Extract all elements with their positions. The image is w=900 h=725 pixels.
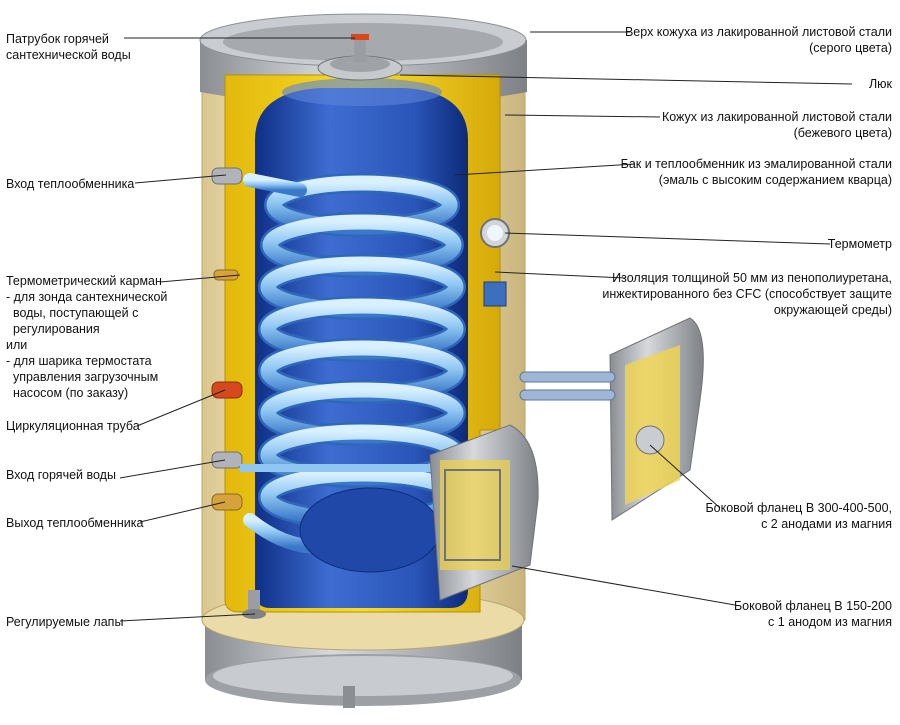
label-line: Боковой фланец В 150-200 [733, 599, 892, 613]
label-line: Бак и теплообменник из эмалированной ста… [620, 157, 892, 171]
label-line: - для зонда сантехнической [6, 290, 168, 304]
label-line: Боковой фланец В 300-400-500, [705, 501, 892, 515]
hatch [317, 34, 403, 81]
label-line: Термометр [827, 237, 892, 251]
label-line: насосом (по заказу) [6, 386, 129, 400]
label-line: инжектированного без CFC (способствует з… [602, 287, 892, 301]
label-line: Регулируемые лапы [6, 615, 124, 629]
side-flange-large [519, 317, 704, 521]
thermometer [480, 218, 510, 307]
label-line: Верх кожуха из лакированной листовой ста… [624, 25, 892, 39]
label-heat-exchanger-inlet: Вход теплообменника [6, 176, 134, 192]
label-hot-water-inlet: Вход горячей воды [6, 467, 116, 483]
label-line: Патрубок горячей [6, 32, 109, 46]
label-line: (серого цвета) [809, 41, 892, 55]
label-line: сантехнической воды [6, 48, 131, 62]
label-line: Кожух из лакированной листовой стали [661, 110, 892, 124]
label-line: Вход теплообменника [6, 177, 135, 191]
label-line: Циркуляционная труба [6, 419, 140, 433]
label-side-flange-large: Боковой фланец В 300-400-500, с 2 анодам… [705, 500, 892, 532]
label-tank: Бак и теплообменник из эмалированной ста… [621, 156, 892, 188]
label-line: с 1 анодом из магния [768, 615, 892, 629]
label-line: воды, поступающей с [6, 306, 139, 320]
label-casing: Кожух из лакированной листовой стали (бе… [662, 109, 892, 141]
label-insulation: Изоляция толщиной 50 мм из пенополиурета… [602, 270, 892, 318]
label-heat-exchanger-outlet: Выход теплообменника [6, 515, 143, 531]
label-thermo-pocket: Термометрический карман - для зонда сант… [6, 273, 167, 401]
label-adjustable-feet: Регулируемые лапы [6, 614, 123, 630]
label-line: (бежевого цвета) [793, 126, 892, 140]
leader-lines [119, 31, 853, 622]
label-line: управления загрузочным [6, 370, 159, 384]
label-line: или [6, 338, 28, 352]
label-line: Люк [868, 77, 892, 91]
label-line: Выход теплообменника [6, 516, 144, 530]
label-line: регулирования [6, 322, 100, 336]
side-flange-small [429, 424, 539, 601]
label-line: - для шарика термостата [6, 354, 152, 368]
label-line: (эмаль с высоким содержанием кварца) [658, 173, 892, 187]
label-line: с 2 анодами из магния [761, 517, 892, 531]
label-hot-water-outlet: Патрубок горячей сантехнической воды [6, 31, 131, 63]
label-line: Изоляция толщиной 50 мм из пенополиурета… [612, 271, 892, 285]
label-line: Вход горячей воды [6, 468, 116, 482]
label-thermometer: Термометр [828, 236, 892, 252]
label-hatch: Люк [869, 76, 892, 92]
label-line: Термометрический карман [6, 274, 162, 288]
tank-bottom-dome [299, 487, 441, 573]
label-casing-top: Верх кожуха из лакированной листовой ста… [625, 24, 892, 56]
label-side-flange-small: Боковой фланец В 150-200 с 1 анодом из м… [734, 598, 892, 630]
label-line: окружающей среды) [773, 303, 892, 317]
label-circulation-pipe: Циркуляционная труба [6, 418, 140, 434]
pipe-fittings [211, 167, 440, 511]
